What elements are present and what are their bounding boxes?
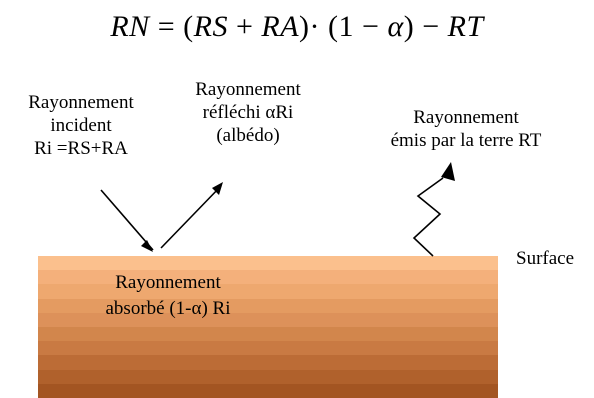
surface-label: Surface	[516, 248, 575, 269]
earth-surface	[38, 256, 498, 398]
reflected-arrow	[160, 185, 222, 249]
emitted-wave-arrow	[412, 177, 444, 257]
reflected-arrowhead	[212, 182, 223, 195]
surface-band	[38, 284, 498, 300]
emitted-arrowhead	[441, 162, 455, 181]
incident-arrow	[100, 189, 154, 251]
surface-band	[38, 256, 498, 271]
surface-band	[38, 383, 498, 398]
incident-arrowhead	[141, 240, 153, 252]
absorbed-radiation-label: Rayonnement absorbé (1-α) Ri	[105, 272, 231, 319]
emitted-radiation-label: Rayonnement émis par la terre RT	[390, 107, 542, 151]
net-radiation-formula: RN = (RS + RA)· (1 − α) − RT	[110, 10, 484, 43]
surface-band	[38, 270, 498, 285]
surface-band	[38, 341, 498, 356]
surface-band	[38, 369, 498, 385]
reflected-radiation-label: Rayonnement réfléchi αRi (albédo)	[195, 79, 301, 146]
surface-band	[38, 327, 498, 342]
incident-radiation-label: Rayonnement incident Ri =RS+RA	[28, 92, 134, 159]
surface-band	[38, 312, 498, 328]
surface-band	[38, 298, 498, 314]
surface-band	[38, 355, 498, 371]
